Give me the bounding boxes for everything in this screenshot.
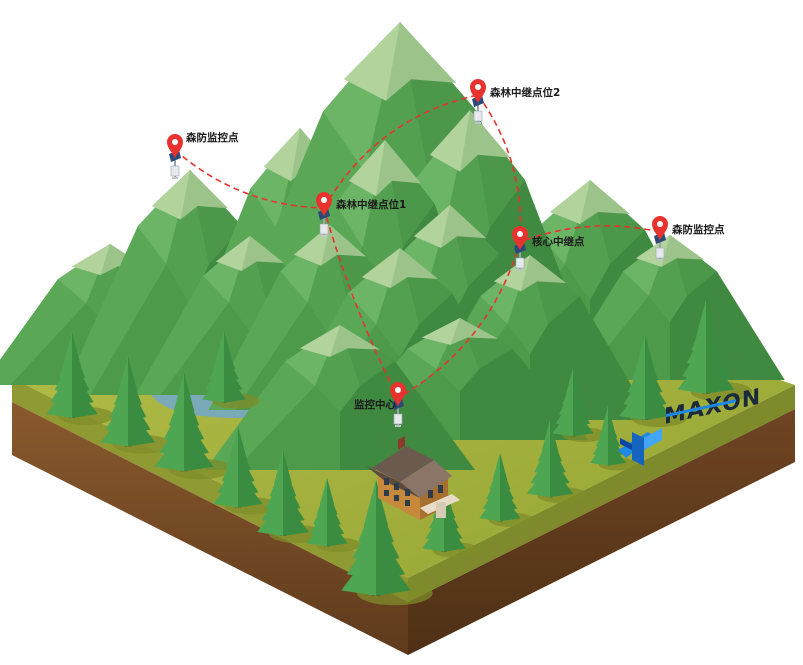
maxon-logo-icon (618, 428, 662, 466)
signal-link (519, 225, 661, 243)
monitoring-point: 森林中继点位1 (316, 192, 406, 237)
point-label: 监控中心 (354, 398, 396, 411)
mountain (205, 325, 475, 470)
monitoring-point: 森防监控点 (652, 216, 725, 261)
soil-right (408, 409, 795, 655)
monitoring-house (366, 436, 460, 520)
signal-links (174, 94, 661, 399)
pine-tree (619, 334, 671, 420)
pine-tree (677, 299, 735, 394)
signal-link (323, 207, 399, 399)
point-label: 森林中继点位1 (335, 198, 406, 211)
pine-tree (479, 452, 521, 522)
pine-tree (341, 479, 411, 596)
pine-tree (46, 332, 98, 418)
point-label: 森防监控点 (185, 131, 239, 144)
pine-tree (154, 372, 214, 472)
pine-trees (46, 299, 735, 596)
signal-link (174, 149, 325, 209)
pine-tree (552, 367, 594, 437)
location-pin-icon (512, 226, 528, 250)
signal-link (323, 94, 479, 209)
point-label: 核心中继点 (532, 235, 585, 248)
location-pin-icon (316, 192, 332, 216)
location-pin-icon (470, 79, 486, 103)
pine-tree (306, 477, 348, 547)
pine-tree (202, 329, 246, 403)
ground-edge-right (408, 385, 795, 602)
pine-tree (257, 450, 309, 536)
monitoring-point: 核心中继点 (512, 226, 585, 271)
location-pin-icon (167, 134, 183, 158)
location-pin-icon (652, 216, 668, 240)
signal-link (397, 241, 521, 399)
soil-left (12, 402, 408, 655)
mountain-range (0, 22, 785, 470)
point-label: 森防监控点 (671, 223, 725, 236)
monitoring-point: 监控中心 (354, 382, 406, 427)
pine-tree (526, 419, 574, 498)
point-label: 森林中继点位2 (489, 86, 560, 99)
location-pin-icon (390, 382, 406, 406)
pine-tree (589, 405, 627, 466)
monitoring-point: 森防监控点 (167, 131, 239, 179)
monitoring-point: 森林中继点位2 (470, 79, 560, 124)
pine-tree (100, 356, 156, 447)
pine-tree (213, 425, 263, 508)
